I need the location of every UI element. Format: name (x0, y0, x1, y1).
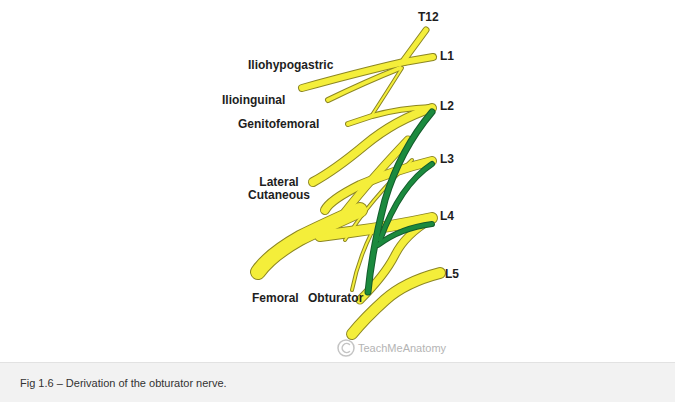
root-label: L1 (440, 50, 454, 63)
figure-caption: Fig 1.6 – Derivation of the obturator ne… (20, 377, 227, 389)
root-label: L5 (445, 268, 459, 281)
nerve-label: Lateral Cutaneous (248, 176, 310, 202)
nerve-label: Femoral (252, 292, 299, 305)
nerve-illustration (0, 0, 675, 362)
root-label: L4 (440, 210, 454, 223)
nerve-label: Ilioinguinal (222, 94, 285, 107)
root-label: T12 (418, 11, 439, 24)
root-label: L2 (440, 100, 454, 113)
nerve-label: Obturator (308, 292, 363, 305)
root-label: L3 (440, 153, 454, 166)
nerve-label: Genitofemoral (238, 118, 319, 131)
watermark: TeachMeAnatomy (358, 342, 446, 355)
figure-panel (0, 0, 675, 363)
nerve-label: Iliohypogastric (248, 59, 333, 72)
